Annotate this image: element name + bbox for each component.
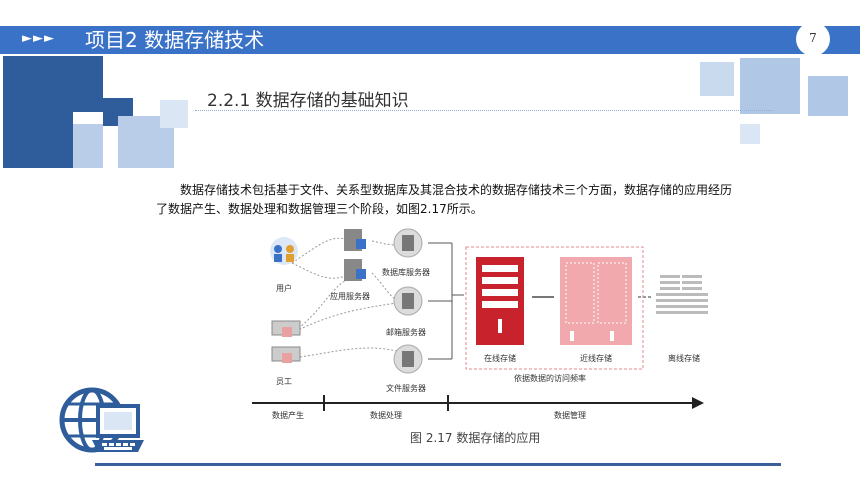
deco-square <box>740 124 760 144</box>
label-db-server: 数据库服务器 <box>382 268 430 277</box>
mail-server-icon <box>393 286 423 316</box>
label-user: 用户 <box>276 284 292 293</box>
deco-square <box>3 98 73 168</box>
file-server-icon <box>393 344 423 374</box>
bottom-divider <box>95 463 781 466</box>
label-online-storage: 在线存储 <box>484 354 516 363</box>
figure-diagram <box>252 228 708 411</box>
label-app-server: 应用服务器 <box>330 292 370 301</box>
nearline-storage-icon <box>560 257 632 345</box>
label-nearline-storage: 近线存储 <box>580 354 612 363</box>
globe-laptop-icon <box>59 387 144 453</box>
stage-label: 数据处理 <box>370 411 402 420</box>
figure-data-storage-application: 用户 员工 应用服务器 数据库服务器 邮箱服务器 文件服务器 在线存储 近线存储… <box>252 223 722 448</box>
body-paragraph: 数据存储技术包括基于文件、关系型数据库及其混合技术的数据存储技术三个方面，数据存… <box>156 183 733 216</box>
online-storage-icon <box>476 257 524 345</box>
offline-storage-icon <box>656 275 708 314</box>
label-employee: 员工 <box>276 377 292 386</box>
page-title: 项目2 数据存储技术 <box>85 28 265 52</box>
db-server-icon <box>393 228 423 258</box>
title-banner <box>0 26 860 54</box>
stage-label: 数据管理 <box>554 411 586 420</box>
deco-square <box>808 76 848 116</box>
user-icon <box>270 237 298 265</box>
page-number: 7 <box>809 31 817 45</box>
label-access-frequency: 依据数据的访问频率 <box>514 374 586 383</box>
stage-label: 数据产生 <box>272 411 304 420</box>
section-divider <box>195 110 773 111</box>
banner-arrows-icon: ►►► <box>22 31 55 46</box>
label-mail-server: 邮箱服务器 <box>386 328 426 337</box>
deco-square <box>700 62 734 96</box>
deco-square <box>73 124 103 168</box>
label-offline-storage: 离线存储 <box>668 354 700 363</box>
page-number-badge <box>796 22 830 56</box>
employee-icon <box>271 320 301 363</box>
figure-caption: 图 2.17 数据存储的应用 <box>410 431 541 445</box>
deco-square <box>740 58 800 114</box>
label-file-server: 文件服务器 <box>386 384 426 393</box>
deco-square <box>160 100 188 128</box>
app-server-icon <box>344 229 366 281</box>
section-title: 2.2.1 数据存储的基础知识 <box>207 91 409 111</box>
